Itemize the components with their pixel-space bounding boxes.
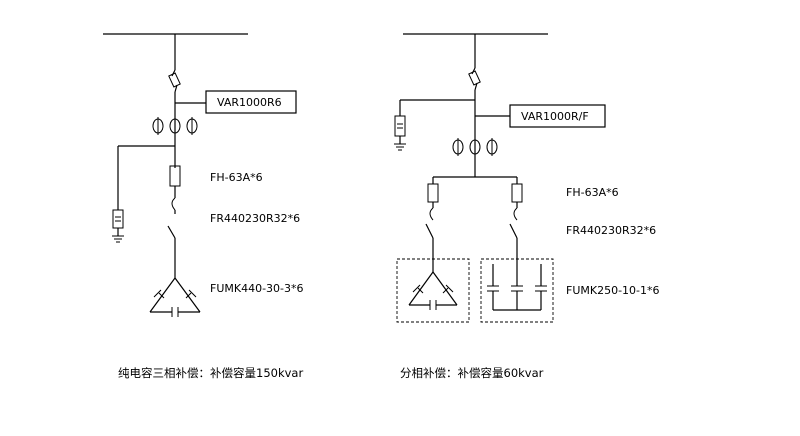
left-main-fuse-icon [168,69,181,93]
right-current-transformer-icon [452,138,498,156]
left-capacitor-label: FUMK440-30-3*6 [210,282,304,295]
left-ground-icon [112,235,124,243]
left-current-transformer-icon [152,117,198,135]
right-ground-icon [394,143,406,151]
right-caption: 分相补偿：补偿容量60kvar [400,366,544,380]
right-delta-capacitor-icon [408,271,458,310]
right-thyristor-label: FR440230R32*6 [566,224,656,237]
left-delta-capacitor-icon [149,277,201,317]
right-fuse-label: FH-63A*6 [566,186,619,199]
right-thyristor-switch-icon [425,207,518,239]
left-controller-box [205,90,297,114]
right-split-capacitor-icon [487,262,547,311]
left-fuse-label: FH-63A*6 [210,171,263,184]
left-thyristor-switch-icon [167,197,176,239]
right-split-phase-box [480,258,554,323]
right-controller-label: VAR1000R/F [521,110,589,123]
left-controller-label: VAR1000R6 [217,96,282,109]
right-delta-bank-box [396,258,470,323]
left-surge-arrester-icon [112,209,124,236]
right-fuse-icon [427,183,523,203]
left-diagram: VAR1000R6 FH-63A*6 [103,33,304,380]
right-main-fuse-icon [468,67,481,91]
right-controller-box [509,104,606,128]
left-caption: 纯电容三相补偿：补偿容量150kvar [118,366,303,380]
left-fuse-icon [169,165,181,187]
left-thyristor-label: FR440230R32*6 [210,212,300,225]
right-capacitor-label: FUMK250-10-1*6 [566,284,660,297]
right-surge-arrester-icon [394,115,406,144]
right-diagram: VAR1000R/F FH-63A*6 FR440230R32*6 [394,33,660,380]
